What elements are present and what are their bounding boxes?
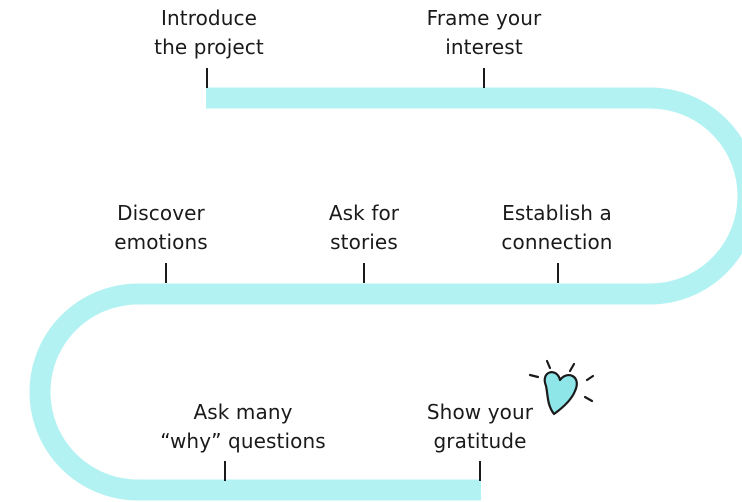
step-label-line1: Ask many: [193, 400, 293, 424]
step-frame-interest: Frame your interest: [369, 4, 599, 62]
step-marker: [165, 263, 167, 283]
step-label-line2: gratitude: [433, 429, 527, 453]
step-label-line1: Introduce: [160, 6, 257, 30]
step-marker: [206, 68, 208, 88]
step-marker: [557, 263, 559, 283]
step-label-line2: connection: [501, 230, 613, 254]
step-marker: [224, 461, 226, 481]
step-ask-why-questions: Ask many “why” questions: [128, 398, 358, 456]
step-establish-connection: Establish a connection: [442, 199, 672, 257]
step-discover-emotions: Discover emotions: [46, 199, 276, 257]
step-ask-for-stories: Ask for stories: [249, 199, 479, 257]
step-introduce-project: Introduce the project: [94, 4, 324, 62]
step-marker: [363, 263, 365, 283]
step-label-line2: emotions: [114, 230, 208, 254]
step-show-gratitude: Show your gratitude: [365, 398, 595, 456]
step-label-line1: Ask for: [328, 201, 400, 225]
step-marker: [483, 68, 485, 88]
step-label-line1: Show your: [426, 400, 534, 424]
step-label-line1: Establish a: [502, 201, 612, 225]
heart-icon: [528, 359, 595, 416]
step-label-line1: Discover: [117, 201, 205, 225]
step-label-line2: the project: [154, 35, 264, 59]
step-marker: [479, 461, 481, 481]
step-label-line2: interest: [445, 35, 523, 59]
path-track: [29, 87, 742, 501]
step-label-line2: “why” questions: [160, 429, 326, 453]
step-label-line2: stories: [330, 230, 398, 254]
step-label-line1: Frame your: [426, 6, 542, 30]
